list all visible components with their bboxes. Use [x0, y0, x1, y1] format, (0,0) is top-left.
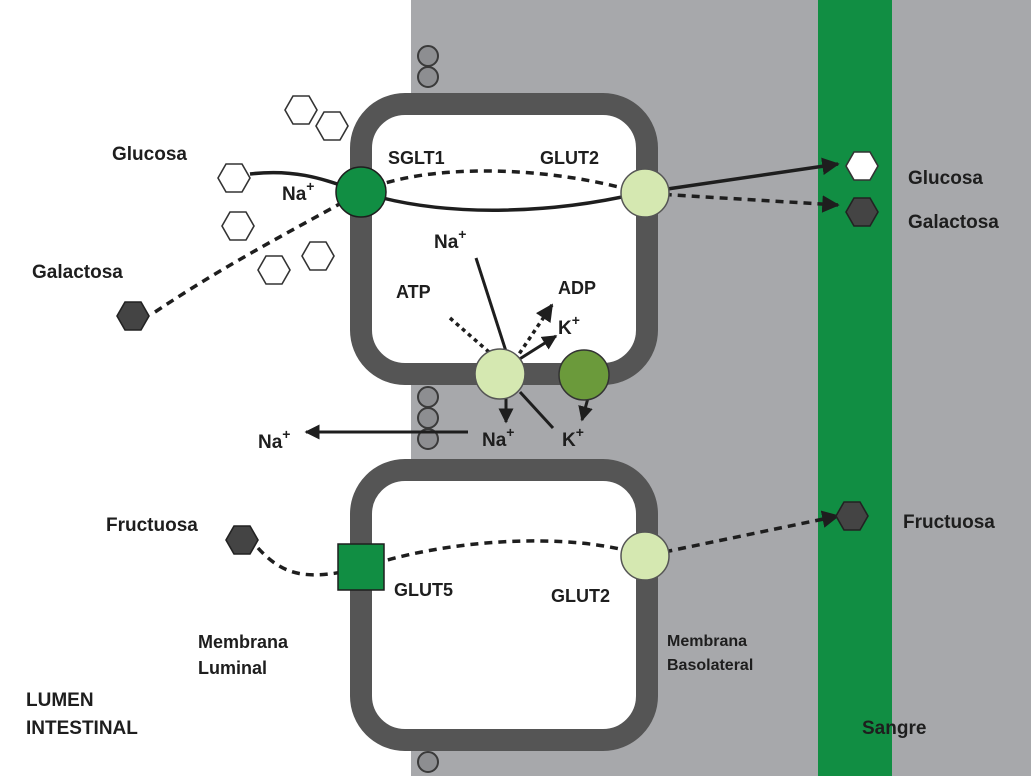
- glut2-bottom-label: GLUT2: [551, 586, 610, 606]
- lumen-intestinal-label-line1: LUMEN: [26, 690, 94, 711]
- adp-arrow: [513, 303, 554, 361]
- na-pump-out-label: Na+: [482, 424, 514, 451]
- k-channel: [558, 349, 610, 401]
- na-pump-in-label: Na+: [434, 226, 466, 253]
- membrana-luminal-label-line2: Luminal: [198, 658, 267, 678]
- k-inward-arrow: [517, 334, 558, 362]
- sglt1-transporter: [335, 166, 387, 218]
- membrana-basolateral-label-line2: Basolateral: [667, 657, 753, 674]
- na-k-atpase-pump: [474, 348, 526, 400]
- glucose-path: [249, 157, 840, 212]
- glucosa-right-label: Glucosa: [908, 168, 983, 189]
- k-extracellular-line: [518, 390, 555, 430]
- lumen-intestinal-label-line2: INTESTINAL: [26, 718, 138, 739]
- fructuosa-left-label: Fructuosa: [106, 515, 198, 536]
- k-out-label: K+: [562, 424, 584, 451]
- fructuosa-right-label: Fructuosa: [903, 512, 995, 533]
- glut2-top-label: GLUT2: [540, 148, 599, 168]
- galactosa-left-label: Galactosa: [32, 262, 123, 283]
- atp-line: [448, 316, 500, 362]
- fructose-path: [256, 510, 840, 577]
- glut2-transporter-top: [620, 168, 670, 218]
- glut5-label: GLUT5: [394, 580, 453, 600]
- k-in-label: K+: [558, 312, 580, 339]
- fructose-molecules: [225, 501, 869, 555]
- atp-label: ATP: [396, 282, 431, 302]
- membrana-luminal-label-line1: Membrana: [198, 632, 289, 652]
- blood-vessel: [818, 0, 892, 776]
- k-channel-arrow: [578, 397, 593, 422]
- galactose-molecules: [116, 197, 879, 331]
- enterocyte-bottom: [350, 459, 658, 751]
- adp-label: ADP: [558, 278, 596, 298]
- na-lumen-label: Na+: [258, 426, 290, 453]
- membrana-basolateral-label-line1: Membrana: [667, 633, 747, 650]
- na-cotransport-label: Na+: [282, 178, 314, 205]
- sglt1-label: SGLT1: [388, 148, 445, 168]
- glut2-transporter-bottom: [620, 531, 670, 581]
- sangre-label: Sangre: [862, 718, 926, 739]
- enterocyte-top: [350, 93, 658, 385]
- glucosa-left-label: Glucosa: [112, 144, 187, 165]
- tight-junction-beads: [417, 45, 439, 773]
- glut5-transporter: [337, 543, 385, 591]
- galactosa-right-label: Galactosa: [908, 212, 999, 233]
- glucose-molecules: [217, 95, 879, 285]
